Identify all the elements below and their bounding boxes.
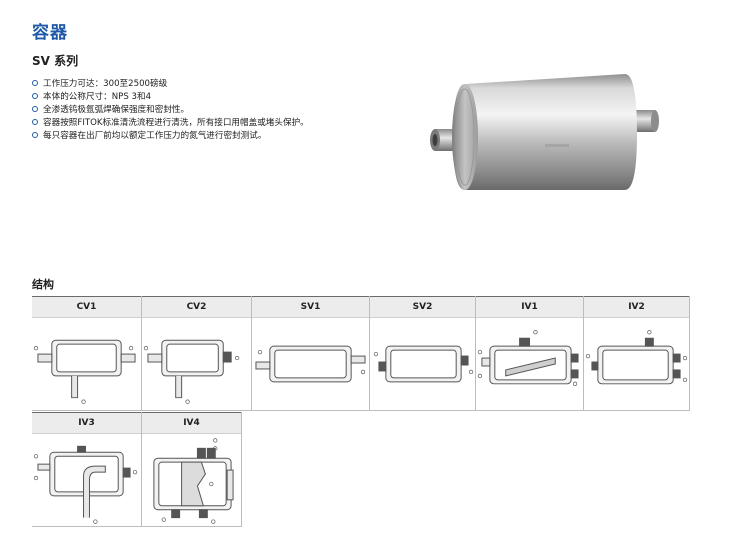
- structure-cell-iv1: IV1: [476, 296, 584, 411]
- feature-item: 容器按照FITOK标准清洗流程进行清洗，所有接口用帽盖或堵头保护。: [32, 117, 362, 130]
- bullet-circle-icon: [32, 132, 38, 138]
- structure-type-label: SV1: [252, 296, 369, 318]
- structure-cell-cv1: CV1: [32, 296, 142, 411]
- structure-type-label: IV2: [584, 296, 689, 318]
- feature-item: 工作压力可达：300至2500磅级: [32, 78, 362, 91]
- structure-cell-iv2: IV2: [584, 296, 690, 411]
- structure-cell-sv2: SV2: [370, 296, 476, 411]
- structure-cell-cv2: CV2: [142, 296, 252, 411]
- structure-type-label: IV1: [476, 296, 583, 318]
- feature-item: 本体的公称尺寸：NPS 3和4: [32, 91, 362, 104]
- cv1-diagram: [32, 318, 141, 411]
- page-title: 容器: [32, 23, 68, 43]
- bullet-circle-icon: [32, 93, 38, 99]
- structure-type-label: IV3: [32, 412, 141, 434]
- structure-type-label: IV4: [142, 412, 241, 434]
- iv4-diagram: [142, 434, 241, 527]
- bullet-circle-icon: [32, 119, 38, 125]
- feature-item: 每只容器在出厂前均以额定工作压力的氮气进行密封测试。: [32, 130, 362, 143]
- feature-item: 全渗透钨极氩弧焊确保强度和密封性。: [32, 104, 362, 117]
- iv1-diagram: [476, 318, 583, 411]
- sv2-diagram: [370, 318, 475, 411]
- cylinder-product-image: [430, 74, 659, 190]
- series-subtitle: SV 系列: [32, 54, 79, 68]
- structure-type-label: CV2: [142, 296, 251, 318]
- structure-type-label: SV2: [370, 296, 475, 318]
- cv2-diagram: [142, 318, 251, 411]
- iv2-diagram: [584, 318, 689, 411]
- structure-title: 结构: [32, 278, 54, 291]
- bullet-circle-icon: [32, 80, 38, 86]
- feature-list: 工作压力可达：300至2500磅级 本体的公称尺寸：NPS 3和4 全渗透钨极氩…: [32, 78, 362, 143]
- sv1-diagram: [252, 318, 369, 411]
- structure-cell-iv3: IV3: [32, 412, 142, 527]
- structure-type-label: CV1: [32, 296, 141, 318]
- structure-cell-iv4: IV4: [142, 412, 242, 527]
- iv3-diagram: [32, 434, 141, 527]
- bullet-circle-icon: [32, 106, 38, 112]
- structure-cell-sv1: SV1: [252, 296, 370, 411]
